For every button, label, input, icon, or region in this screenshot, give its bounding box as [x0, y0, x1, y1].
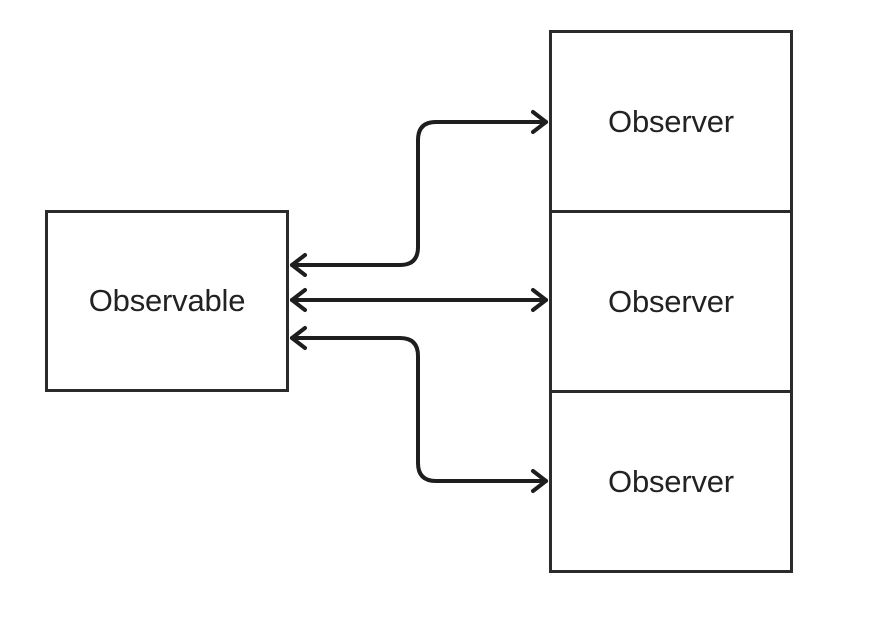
observer-label-3: Observer: [608, 463, 734, 499]
connector-observable-observer-2: [290, 288, 548, 312]
observer-box-2: Observer: [549, 210, 793, 393]
observable-label: Observable: [88, 283, 246, 318]
connector-observable-observer-1: [290, 110, 548, 277]
observer-label-1: Observer: [608, 103, 734, 139]
observer-box-1: Observer: [549, 30, 793, 213]
observable-box: Observable: [45, 210, 289, 392]
connector-observable-observer-3: [290, 326, 548, 493]
observer-label-2: Observer: [608, 283, 734, 319]
observer-box-3: Observer: [549, 390, 793, 573]
